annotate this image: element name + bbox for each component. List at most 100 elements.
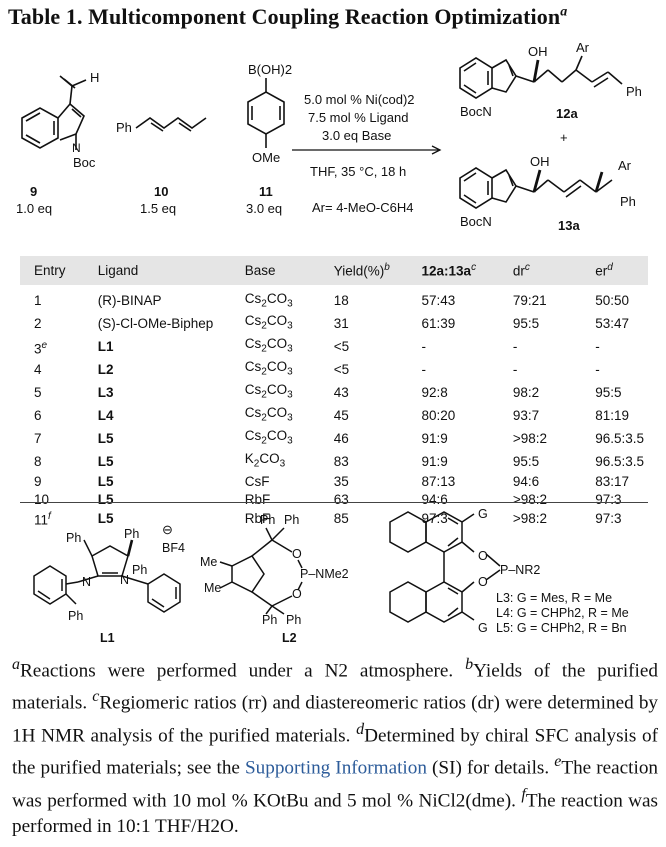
cell-dr: >98:2 [512,510,548,526]
cell-er: 96.5:3.5 [595,454,644,470]
cell-dr: 79:21 [512,293,547,309]
bocn-label-13a: BocN [460,214,492,229]
indole-n-label: N [72,141,81,155]
cell-dr: 95:5 [512,454,540,470]
table-title-sup: a [560,4,568,20]
footnote-f: The reaction was performed in 10:1 THF/H… [12,789,659,837]
l2-ph-4: Ph [286,613,301,627]
cell-yield: 35 [333,474,349,490]
compound-11-number: 11 [259,184,273,199]
cell-entry: 8 [34,454,42,470]
cell-entry: 4 [34,362,42,378]
cell-dr: 94:6 [512,474,540,490]
plus-sign: + [560,130,568,145]
l2-ph-2: Ph [284,513,299,527]
cell-er: 81:19 [595,408,629,424]
header-yield: Yield(%)b [333,262,390,279]
cell-yield: 43 [333,385,349,401]
cell-ligand: (R)-BINAP [97,293,162,309]
cell-ligand: L4 [97,408,114,424]
l2-o-2: O [292,587,302,601]
compound-10-number: 10 [154,184,168,199]
cell-er: 53:47 [595,316,629,332]
bocn-label-12a: BocN [460,104,492,119]
table-title-text: Table 1. Multicomponent Coupling Reactio… [8,4,561,29]
cell-base: Cs2CO3 [244,336,293,356]
header-base: Base [244,262,276,278]
cell-base: RbF [244,510,271,526]
cell-yield: 85 [333,510,349,526]
ligand-structures: Ph Ph ⊖ BF4 N N Ph Ph L1 Ph Ph Me Me O O… [33,507,629,645]
l2-pnme2: P–NMe2 [300,567,349,581]
cell-entry: 11f [34,510,51,528]
header-entry: Entry [34,262,66,278]
cell-dr: >98:2 [512,431,548,447]
cell-ligand: L5 [97,431,114,447]
header-ligand: Ligand [97,262,139,278]
cell-ligand: L1 [97,339,114,355]
cell-dr: - [512,362,518,378]
ligand-l1-label: L1 [100,631,115,645]
ph-label-10: Ph [116,120,132,135]
table-header-row: Entry Ligand Base Yield(%)b 12a:13ac drc… [20,256,648,285]
ome-label: OMe [252,150,280,165]
condition-line-3: 3.0 eq Base [322,128,391,143]
header-ratio: 12a:13ac [421,262,477,279]
footnote-d-tail: (SI) for details. [432,757,550,779]
product-12a-label: 12a [556,106,578,121]
l1-ph-3: Ph [132,563,147,577]
cell-base: Cs2CO3 [244,382,293,402]
cell-dr: 93:7 [512,408,540,424]
cell-ratio: 92:8 [421,385,448,401]
header-er: erd [595,262,613,279]
l1-ph-2: Ph [124,527,139,541]
compound-11-structure [247,78,285,148]
condition-line-1: 5.0 mol % Ni(cod)2 [304,92,415,107]
compound-9-structure [21,75,87,150]
cell-yield: 31 [333,316,349,332]
cell-yield: <5 [333,362,350,378]
cell-entry: 5 [34,385,42,401]
footnotes: aReactions were performed under a N2 atm… [12,656,659,837]
ar-definition: Ar= 4-MeO-C6H4 [312,200,414,215]
cell-entry: 3e [34,339,48,357]
cell-ratio: 91:9 [421,431,448,447]
footnote-c: Regiomeric ratios (rr) and diastereomeri… [12,692,659,747]
supporting-information-link[interactable]: Supporting Information [244,757,427,779]
aldehyde-h-label: H [90,70,99,85]
ph-label-13a: Ph [620,194,636,209]
cell-er: 95:5 [595,385,622,401]
binol-pnr2: P–NR2 [500,563,540,577]
cell-base: CsF [244,474,270,490]
cell-base: Cs2CO3 [244,359,293,379]
cell-er: 96.5:3.5 [595,431,644,447]
bf4-minus: ⊖ [162,522,173,537]
ph-label-12a: Ph [626,84,642,99]
cell-ratio: 91:9 [421,454,448,470]
condition-line-4: THF, 35 °C, 18 h [310,164,406,179]
cell-entry: 1 [34,293,42,309]
compound-11-eq: 3.0 eq [246,201,282,216]
boronic-label: B(OH)2 [248,62,292,77]
cell-ligand: L2 [97,362,114,378]
cell-yield: <5 [333,339,350,355]
cell-base: K2CO3 [244,451,286,471]
cell-yield: 18 [333,293,349,309]
cell-base: Cs2CO3 [244,313,293,333]
cell-entry: 7 [34,431,42,447]
l2-ph-1: Ph [260,513,275,527]
cell-ligand: L3 [97,385,114,401]
l5-definition: L5: G = CHPh2, R = Bn [496,621,627,635]
footnote-b: Yields of the purified materials. [12,660,658,714]
ligand-l3-l5-structure [389,511,501,623]
cell-entry: 2 [34,316,42,332]
cell-ratio: 97:3 [421,510,448,526]
